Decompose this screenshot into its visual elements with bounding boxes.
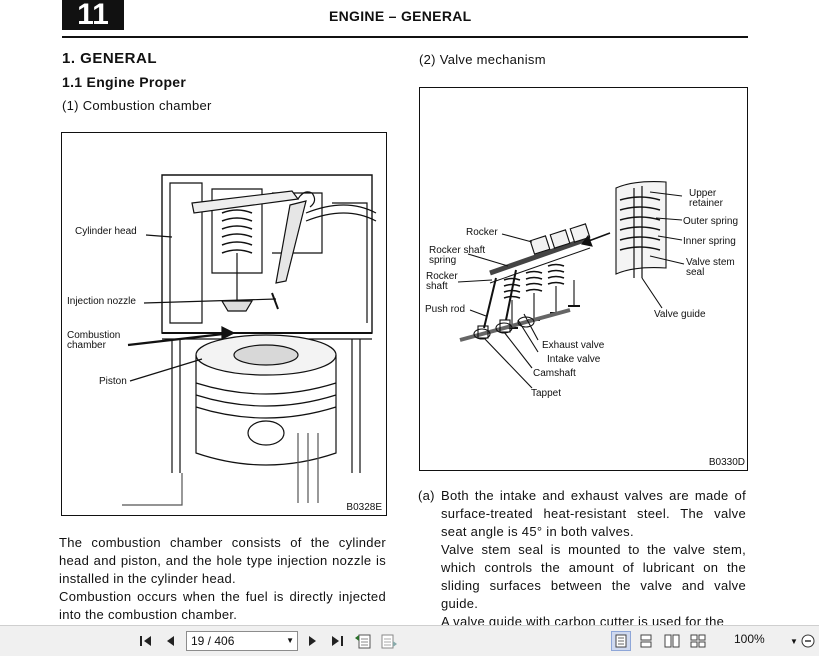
label-combustion-chamber-line2: chamber [67, 340, 107, 351]
previous-view-icon [355, 634, 371, 649]
chapter-number-box: 11 [62, 0, 124, 30]
valve-description: Both the intake and exhaust valves are m… [441, 487, 746, 625]
document-page: 11 ENGINE – GENERAL 1. GENERAL 1.1 Engin… [59, 0, 748, 625]
label-exhaust-valve: Exhaust valve [542, 340, 605, 351]
next-page-icon [309, 636, 316, 646]
label-combustion-chamber-line1: Combustion [67, 330, 120, 341]
figure-code-b0328e: B0328E [346, 502, 382, 513]
label-outer-spring: Outer spring [683, 216, 738, 227]
previous-view-button[interactable] [353, 631, 373, 651]
paragraph-line: A valve guide with carbon cutter is used… [441, 614, 725, 625]
next-view-button[interactable] [379, 631, 399, 651]
paragraph-line: Combustion occurs when the fuel is direc… [59, 589, 386, 622]
item-a-marker: (a) [418, 488, 435, 503]
combustion-chamber-drawing: Cylinder head Injection nozzle Combustio… [67, 174, 377, 506]
label-valve-stem-seal-line2: seal [686, 267, 704, 278]
first-page-button[interactable] [136, 631, 156, 651]
next-view-icon [381, 634, 397, 649]
zoom-dropdown-button[interactable]: ▼ [787, 631, 801, 651]
label-cylinder-head: Cylinder head [75, 226, 137, 237]
header-rule [62, 36, 748, 38]
continuous-facing-view-button[interactable] [688, 631, 708, 651]
next-page-button[interactable] [303, 631, 323, 651]
continuous-facing-icon [690, 634, 706, 648]
paragraph-line: Valve stem seal is mounted to the valve … [441, 542, 746, 611]
caption-valve-mechanism: (2) Valve mechanism [419, 52, 546, 67]
previous-page-icon [167, 636, 174, 646]
first-page-icon [140, 636, 151, 646]
label-intake-valve: Intake valve [547, 354, 601, 365]
combustion-chamber-figure: Cylinder head Injection nozzle Combustio… [61, 132, 387, 516]
label-injection-nozzle: Injection nozzle [67, 296, 136, 307]
label-upper-retainer-line2: retainer [689, 198, 724, 209]
label-tappet: Tappet [531, 388, 561, 399]
zoom-out-icon [801, 634, 815, 648]
paragraph-line: The combustion chamber consists of the c… [59, 535, 386, 586]
label-upper-retainer-line1: Upper [689, 188, 717, 199]
label-rocker: Rocker [466, 227, 498, 238]
continuous-view-button[interactable] [636, 631, 656, 651]
viewer-toolbar: 19 / 406 ▼ 100% ▼ [0, 625, 819, 656]
previous-page-button[interactable] [160, 631, 180, 651]
figure-code-b0330d: B0330D [708, 457, 745, 468]
zoom-out-button[interactable] [799, 631, 817, 651]
valve-mechanism-figure: Rocker Rocker shaft spring Rocker shaft … [419, 87, 748, 471]
paragraph-line: Both the intake and exhaust valves are m… [441, 488, 746, 539]
label-piston: Piston [99, 376, 127, 387]
label-valve-stem-seal-line1: Valve stem [686, 257, 735, 268]
heading-engine-proper: 1.1 Engine Proper [62, 74, 187, 90]
chevron-down-icon: ▼ [286, 636, 294, 645]
label-rocker-shaft-spring-line1: Rocker shaft [429, 245, 485, 256]
continuous-page-icon [640, 634, 652, 648]
heading-general: 1. GENERAL [62, 50, 158, 67]
valve-mechanism-drawing: Rocker Rocker shaft spring Rocker shaft … [425, 181, 738, 399]
label-valve-guide: Valve guide [654, 309, 706, 320]
chevron-down-icon: ▼ [790, 636, 798, 646]
section-title: ENGINE – GENERAL [329, 8, 472, 24]
combustion-description: The combustion chamber consists of the c… [59, 534, 386, 624]
single-page-icon [615, 634, 627, 648]
page-indicator: 19 / 406 [191, 634, 235, 648]
last-page-button[interactable] [327, 631, 347, 651]
label-inner-spring: Inner spring [683, 236, 736, 247]
facing-pages-icon [664, 634, 680, 648]
page-number-input[interactable]: 19 / 406 ▼ [186, 631, 298, 651]
caption-combustion-chamber: (1) Combustion chamber [62, 98, 212, 113]
last-page-icon [332, 636, 343, 646]
label-camshaft: Camshaft [533, 368, 576, 379]
facing-view-button[interactable] [662, 631, 682, 651]
label-rocker-shaft-spring-line2: spring [429, 255, 456, 266]
single-page-view-button[interactable] [611, 631, 631, 651]
label-push-rod: Push rod [425, 304, 465, 315]
label-rocker-shaft-line2: shaft [426, 281, 448, 292]
zoom-level[interactable]: 100% [734, 632, 765, 646]
label-rocker-shaft-line1: Rocker [426, 271, 458, 282]
